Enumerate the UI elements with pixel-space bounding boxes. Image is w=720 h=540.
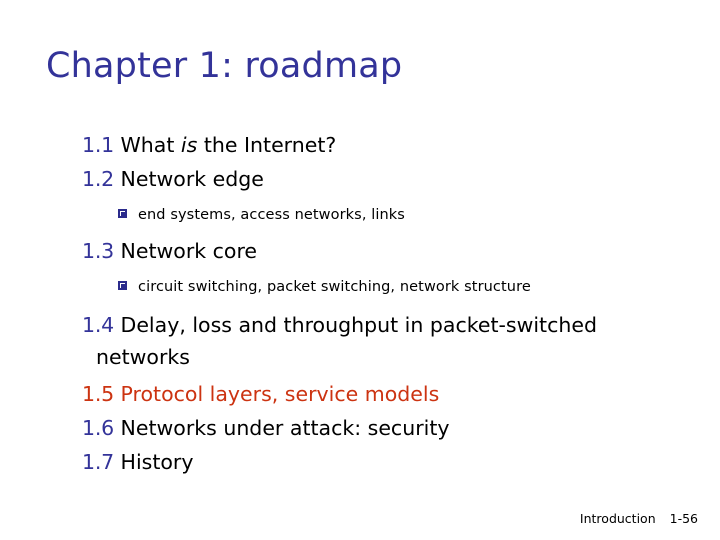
outline-number-1-7: 1.7 — [82, 450, 115, 474]
outline-item-1-1[interactable]: 1.1 What is the Internet? — [82, 128, 682, 162]
outline-text-1-1-after: the Internet? — [197, 133, 337, 157]
outline-number-1-5: 1.5 — [82, 382, 115, 406]
outline-item-1-6[interactable]: 1.6 Networks under attack: security — [82, 411, 682, 445]
slide-footer: Introduction 1-56 — [580, 511, 698, 526]
outline-number-1-1: 1.1 — [82, 133, 115, 157]
outline-text-1-4: Delay, loss and throughput in packet-swi… — [114, 313, 597, 337]
outline-text-1-1-italic: is — [180, 133, 198, 157]
page-title: Chapter 1: roadmap — [46, 46, 403, 86]
outline-text-1-7: History — [114, 450, 194, 474]
outline-item-1-5[interactable]: 1.5 Protocol layers, service models — [82, 377, 682, 411]
outline-item-1-2[interactable]: 1.2 Network edge — [82, 162, 682, 196]
outline-number-1-6: 1.6 — [82, 416, 115, 440]
outline-number-1-3: 1.3 — [82, 239, 115, 263]
outline-text-1-4-continuation: networks — [96, 345, 190, 369]
outline-subitem-text-network-core: circuit switching, packet switching, net… — [138, 279, 531, 295]
square-bullet-icon — [118, 209, 127, 218]
outline-text-1-1-before: What — [114, 133, 181, 157]
outline-text-1-5: Protocol layers, service models — [114, 382, 440, 406]
outline-item-1-7[interactable]: 1.7 History — [82, 445, 682, 479]
outline-subitem-text-network-edge: end systems, access networks, links — [138, 207, 405, 223]
outline-text-1-6: Networks under attack: security — [114, 416, 450, 440]
outline-text-1-3: Network core — [114, 239, 258, 263]
outline-item-1-3[interactable]: 1.3 Network core — [82, 234, 682, 268]
outline-number-1-2: 1.2 — [82, 167, 115, 191]
roadmap-outline-list: 1.1 What is the Internet? 1.2 Network ed… — [82, 128, 682, 479]
outline-number-1-4: 1.4 — [82, 313, 115, 337]
outline-item-1-4[interactable]: 1.4 Delay, loss and throughput in packet… — [82, 309, 662, 373]
outline-subitem-network-edge[interactable]: end systems, access networks, links — [82, 200, 682, 230]
outline-text-1-2: Network edge — [114, 167, 264, 191]
square-bullet-icon — [118, 281, 127, 290]
outline-subitem-network-core[interactable]: circuit switching, packet switching, net… — [82, 272, 682, 302]
footer-page-number: 1-56 — [669, 511, 698, 526]
footer-chapter-label: Introduction — [579, 511, 656, 526]
